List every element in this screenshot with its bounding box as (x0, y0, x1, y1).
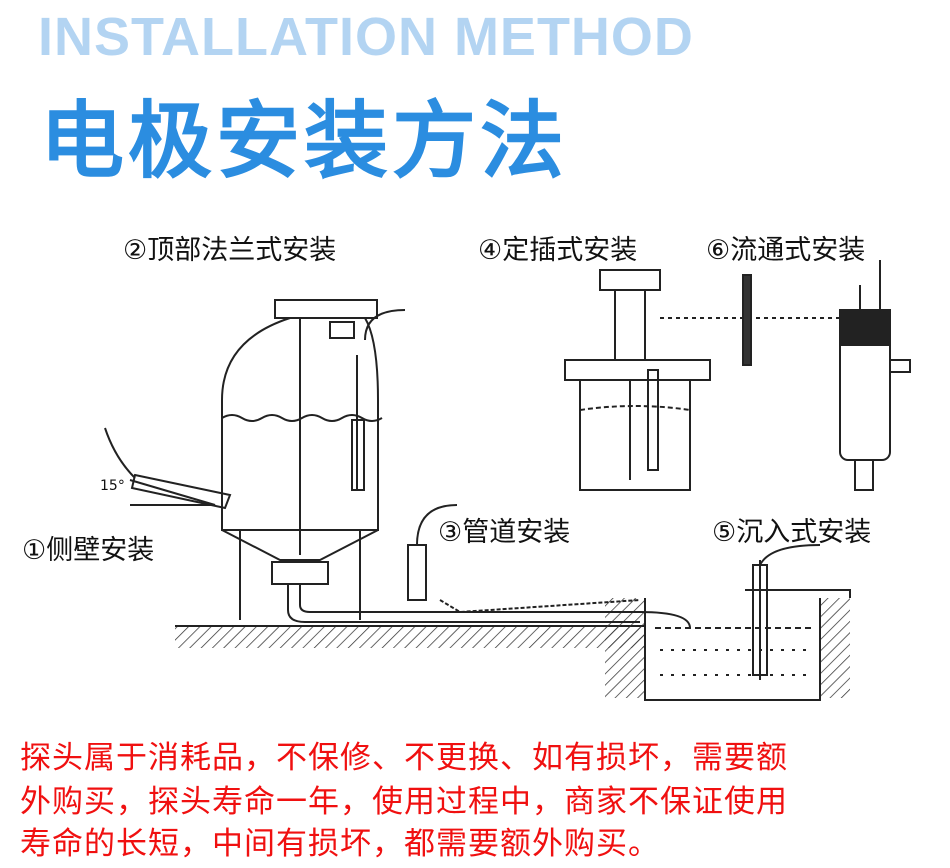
notice-line: 外购买，探头寿命一年，使用过程中，商家不保证使用 (20, 784, 788, 820)
label-angle: 15° (100, 478, 125, 494)
installation-diagram (104, 260, 911, 701)
label-side-wall: ①侧壁安装 (22, 535, 155, 566)
english-title: INSTALLATION METHOD (38, 7, 694, 67)
floor (175, 598, 850, 698)
label-insertion: ④定插式安装 (478, 235, 638, 266)
water-basin (644, 598, 821, 701)
side-wall-probe (104, 427, 232, 510)
notice-line: 寿命的长短，中间有损坏，都需要额外购买。 (20, 826, 660, 862)
pipeline (287, 504, 691, 629)
label-submersion: ⑤沉入式安装 (712, 517, 872, 548)
label-flow-through: ⑥流通式安装 (706, 235, 866, 266)
insertion-setup (564, 269, 840, 491)
notice-line: 探头属于消耗品，不保修、不更换、如有损坏，需要额 (20, 740, 788, 776)
label-top-flange: ②顶部法兰式安装 (123, 235, 337, 266)
label-pipeline: ③管道安装 (438, 517, 571, 548)
submersion-probe (745, 544, 851, 680)
flow-through-setup (742, 260, 911, 491)
chinese-title: 电极安装方法 (40, 92, 569, 190)
vessel (221, 299, 406, 620)
